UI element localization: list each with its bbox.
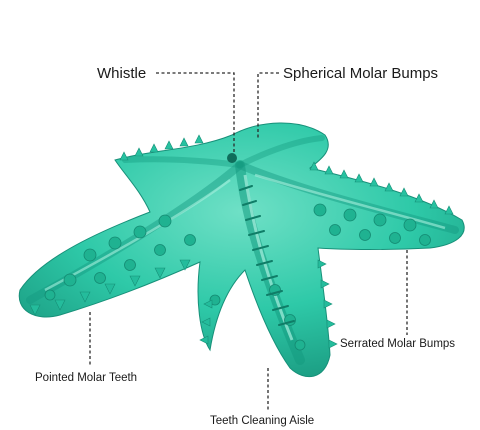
spherical-leader — [257, 72, 279, 140]
whistle-hole — [227, 153, 237, 163]
serrated-molar-bumps — [119, 134, 454, 215]
spherical-molar-bumps-label: Spherical Molar Bumps — [283, 65, 439, 82]
callout-lines — [89, 72, 408, 410]
starfish-body — [18, 122, 465, 378]
starfish-toy — [18, 122, 465, 378]
teeth-cleaning-aisle — [239, 185, 295, 326]
teeth-cleaning-aisle-label: Teeth Cleaning Aisle — [210, 415, 315, 427]
pointed-molar-teeth-label: Pointed Molar Teeth — [35, 372, 138, 384]
spherical-molar-bumps — [44, 203, 431, 351]
whistle-leader — [156, 72, 235, 152]
serrated-molar-bumps-label: Serrated Molar Bumps — [340, 338, 456, 350]
pointed-molar-teeth — [29, 259, 338, 349]
whistle-label: Whistle — [97, 65, 147, 82]
